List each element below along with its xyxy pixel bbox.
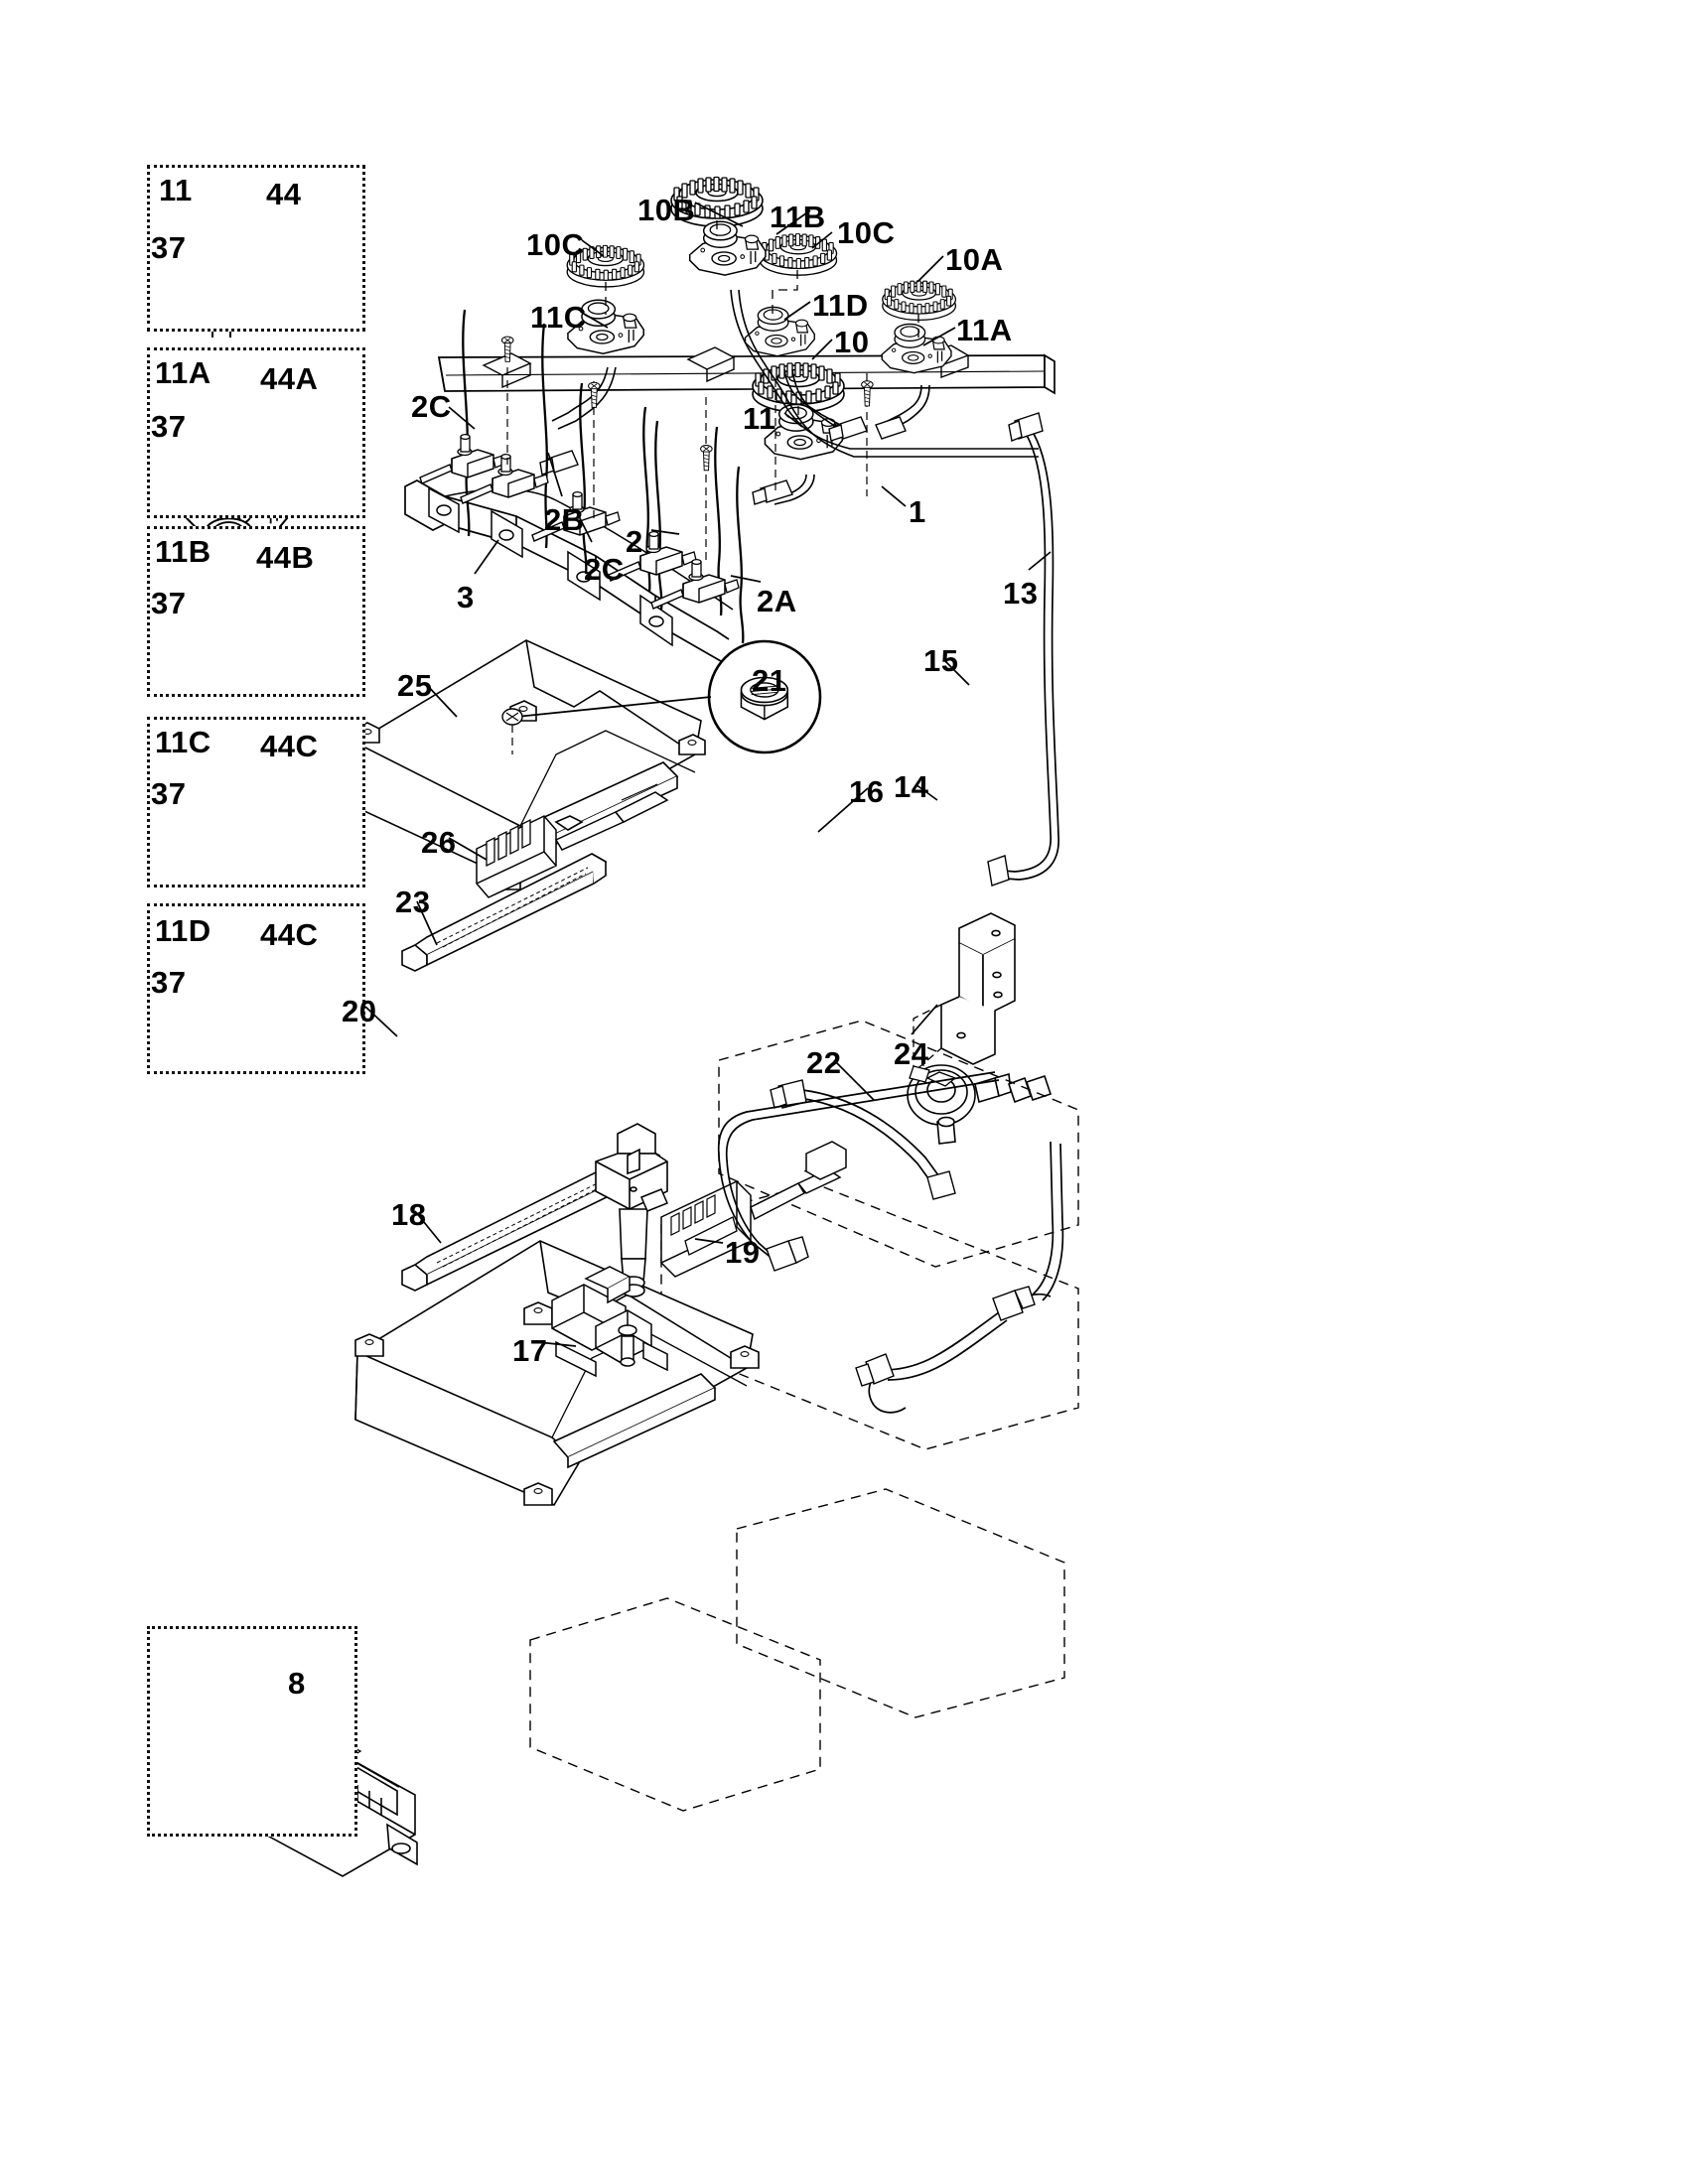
part-callout-11c: 11C (530, 300, 587, 335)
detail-label-11b: 11B (155, 534, 211, 569)
detail-label-37-b: 37 (151, 409, 187, 444)
part-callout-2b: 2B (544, 502, 585, 537)
part-callout-11d: 11D (812, 288, 869, 323)
pressure-regulator-14 (907, 1048, 1053, 1145)
part-callout-15: 15 (923, 643, 959, 678)
detail-label-37-e: 37 (151, 965, 187, 1000)
detail-label-37-c: 37 (151, 586, 187, 620)
part-callout-26: 26 (421, 825, 457, 860)
part-callout-1: 1 (909, 494, 926, 529)
part-callout-19: 19 (725, 1235, 761, 1270)
burner-cap-10c-right (759, 232, 838, 276)
part-callout-17: 17 (512, 1333, 548, 1368)
detail-label-44: 44 (266, 177, 302, 211)
detail-box-11c (147, 717, 365, 887)
part-callout-11: 11 (743, 401, 776, 436)
part-callout-13: 13 (1003, 576, 1039, 611)
part-callout-10a: 10A (945, 242, 1004, 277)
detail-box-11b (147, 526, 365, 697)
detail-box-11 (147, 165, 365, 332)
detail-label-8: 8 (288, 1666, 306, 1701)
part-callout-10c: 10C (837, 215, 896, 250)
detail-label-44b: 44B (256, 540, 315, 575)
alignment-lines (605, 220, 919, 420)
part-callout-3: 3 (457, 580, 475, 614)
bracket-15 (913, 912, 1016, 1074)
part-callout-20: 20 (342, 994, 377, 1028)
heat-shield-20 (354, 1240, 760, 1507)
part-callout-18: 18 (391, 1197, 427, 1232)
detail-label-11a: 11A (155, 355, 211, 390)
detail-label-11: 11 (159, 173, 193, 207)
part-callout-10: 10 (834, 325, 870, 359)
part-callout-2a: 2A (757, 584, 797, 618)
detail-circle-21 (501, 639, 822, 754)
detail-label-44c: 44C (260, 729, 319, 763)
detail-label-11c: 11C (155, 725, 211, 759)
leader-lines (364, 202, 1052, 1347)
detail-box-11a (147, 347, 365, 518)
detail-label-44c-2: 44C (260, 917, 319, 952)
part-callout-24: 24 (894, 1036, 929, 1071)
part-callout-11b: 11B (770, 200, 826, 234)
electrode-wires (462, 309, 745, 644)
part-callout-16: 16 (849, 774, 885, 809)
manifold-assembly (404, 344, 1055, 662)
part-callout-2c: 2C (584, 552, 625, 587)
gas-line-22 (717, 1071, 1000, 1272)
detail-box-11d (147, 903, 365, 1074)
detail-label-11d: 11D (155, 913, 211, 948)
part-callout-23: 23 (395, 885, 431, 919)
part-callout-21: 21 (752, 663, 787, 698)
gas-line-24 (855, 1141, 1064, 1414)
part-callout-10b: 10B (637, 193, 696, 227)
part-callout-22: 22 (806, 1045, 842, 1080)
igniter-26 (476, 783, 669, 898)
part-callout-25: 25 (397, 668, 433, 703)
detail-label-44a: 44A (260, 361, 319, 396)
part-callout-11a: 11A (956, 313, 1013, 347)
part-callout-10c: 10C (526, 227, 585, 262)
detail-label-37-a: 37 (151, 230, 187, 265)
tube-fittings (539, 416, 907, 505)
detail-box-8 (147, 1626, 357, 1837)
supply-tube-13 (987, 412, 1059, 887)
part-callout-2c: 2C (411, 389, 452, 424)
bracket-23 (401, 853, 608, 972)
detail-label-37-d: 37 (151, 776, 187, 811)
part-callout-14: 14 (894, 769, 929, 804)
part-callout-2: 2 (626, 524, 643, 559)
spark-ignitor-17 (551, 1266, 668, 1378)
